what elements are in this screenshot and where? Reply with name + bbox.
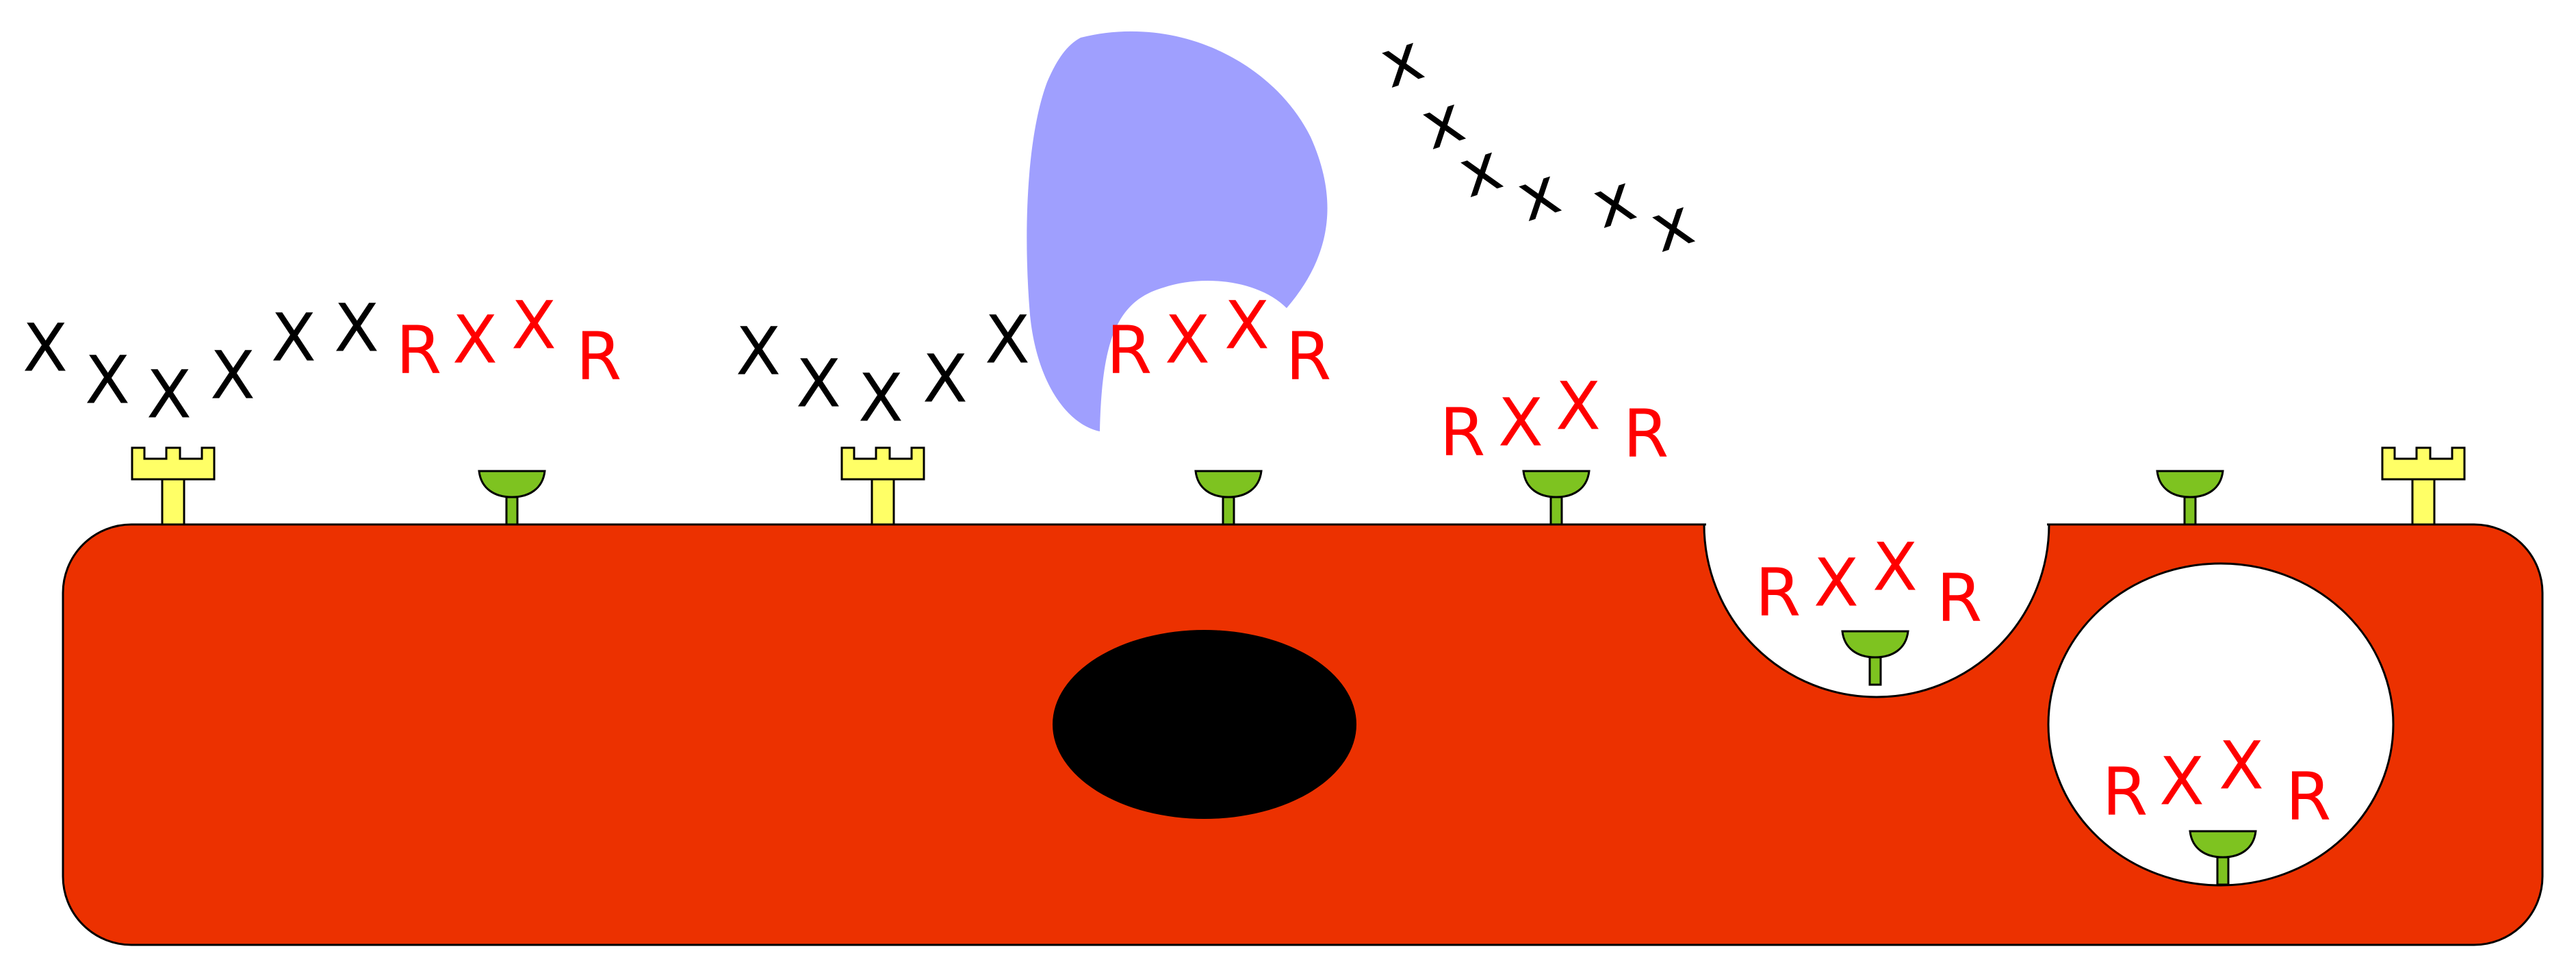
ligand-x: X: [2219, 727, 2264, 804]
ligand-r: R: [2286, 758, 2332, 835]
ligand-r: R: [1623, 395, 1669, 472]
castle-receptor-icon: [2381, 446, 2466, 526]
ligand-r: R: [2102, 753, 2148, 830]
ligand-x: X: [334, 290, 379, 366]
surface-pit: [1703, 523, 2050, 698]
ligand-x: X: [210, 337, 255, 414]
nucleus: [1053, 630, 1356, 819]
ligand-x: X: [271, 299, 316, 376]
ligand-x: X: [452, 301, 498, 378]
ligand-x: X: [985, 301, 1030, 378]
cup-receptor-icon: [2156, 470, 2224, 526]
ligand-x: X: [796, 345, 841, 422]
free-ligand-x: x: [1508, 152, 1569, 237]
ligand-x: X: [146, 356, 192, 433]
free-ligand-x: x: [1450, 128, 1511, 213]
receptors: [131, 446, 2466, 886]
ligand-r: R: [1937, 559, 1983, 636]
ligand-x: X: [2159, 743, 2204, 820]
ligand-r: R: [1440, 394, 1486, 470]
ligand-r: R: [1107, 312, 1152, 388]
ligand-x: X: [1224, 287, 1270, 364]
ligand-x: X: [1165, 301, 1210, 378]
ligand-x: X: [1872, 529, 1918, 605]
ligand-x: X: [858, 359, 903, 436]
ligand-r: R: [1755, 554, 1801, 631]
cup-receptor-icon: [478, 470, 546, 526]
free-ligand-x: x: [1584, 159, 1645, 244]
ligand-x: X: [1814, 544, 1859, 621]
cup-receptor-icon: [1194, 470, 1263, 526]
ligand-r: R: [1286, 318, 1332, 394]
cell: [62, 523, 2544, 946]
ligand-x: X: [1556, 368, 1601, 444]
cup-receptor-icon: [2189, 830, 2257, 886]
ligand-r: R: [576, 318, 622, 394]
ligand-x: X: [23, 309, 68, 386]
cup-receptor-icon: [1522, 470, 1590, 526]
castle-receptor-icon: [131, 446, 216, 526]
castle-receptor-icon: [840, 446, 925, 526]
cup-receptor-icon: [1841, 630, 1909, 686]
ligand-x: X: [736, 313, 781, 390]
ligand-x: X: [923, 340, 968, 417]
ligand-x: X: [511, 287, 556, 364]
ligand-x: X: [1498, 384, 1543, 461]
ligand-r: R: [396, 312, 442, 388]
ligand-x: X: [85, 342, 130, 418]
free-ligand-x: x: [1642, 183, 1703, 268]
binding-molecule: [1027, 31, 1328, 432]
